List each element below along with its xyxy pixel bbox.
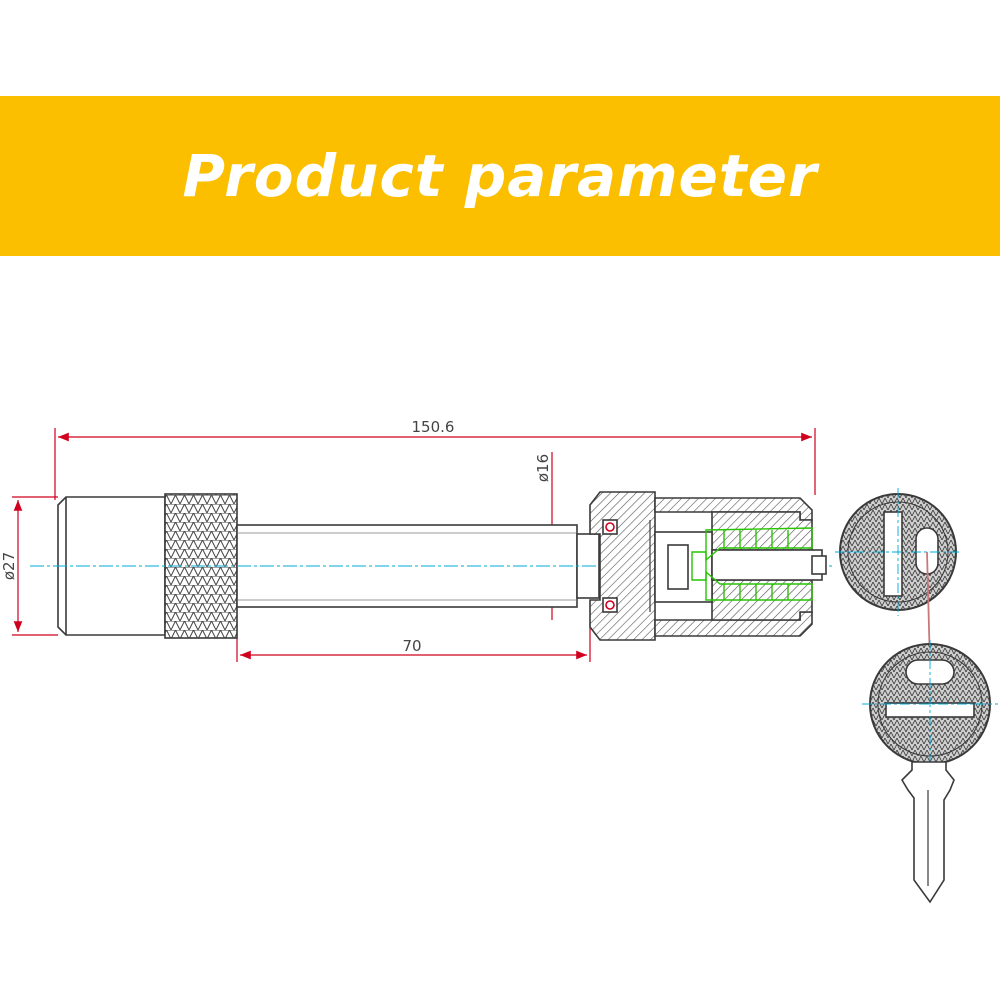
spare-key: [862, 640, 998, 904]
banner-title: Product parameter: [182, 142, 818, 210]
head-diameter-label: ø27: [0, 552, 18, 580]
o-ring-bottom: [605, 600, 615, 610]
title-banner: Product parameter: [0, 96, 1000, 256]
head-diameter-dimension: ø27: [0, 496, 58, 636]
key-in-lock: [835, 488, 962, 616]
overall-length-label: 150.6: [412, 418, 455, 436]
overall-length-dimension: 150.6: [54, 418, 816, 500]
shaft-length-label: 70: [402, 637, 421, 655]
lock-mechanism: [691, 527, 813, 601]
o-ring-top: [605, 522, 615, 532]
lock-housing: [589, 491, 827, 641]
shaft-length-dimension: 70: [236, 622, 591, 662]
pin-diameter-label: ø16: [534, 454, 552, 482]
